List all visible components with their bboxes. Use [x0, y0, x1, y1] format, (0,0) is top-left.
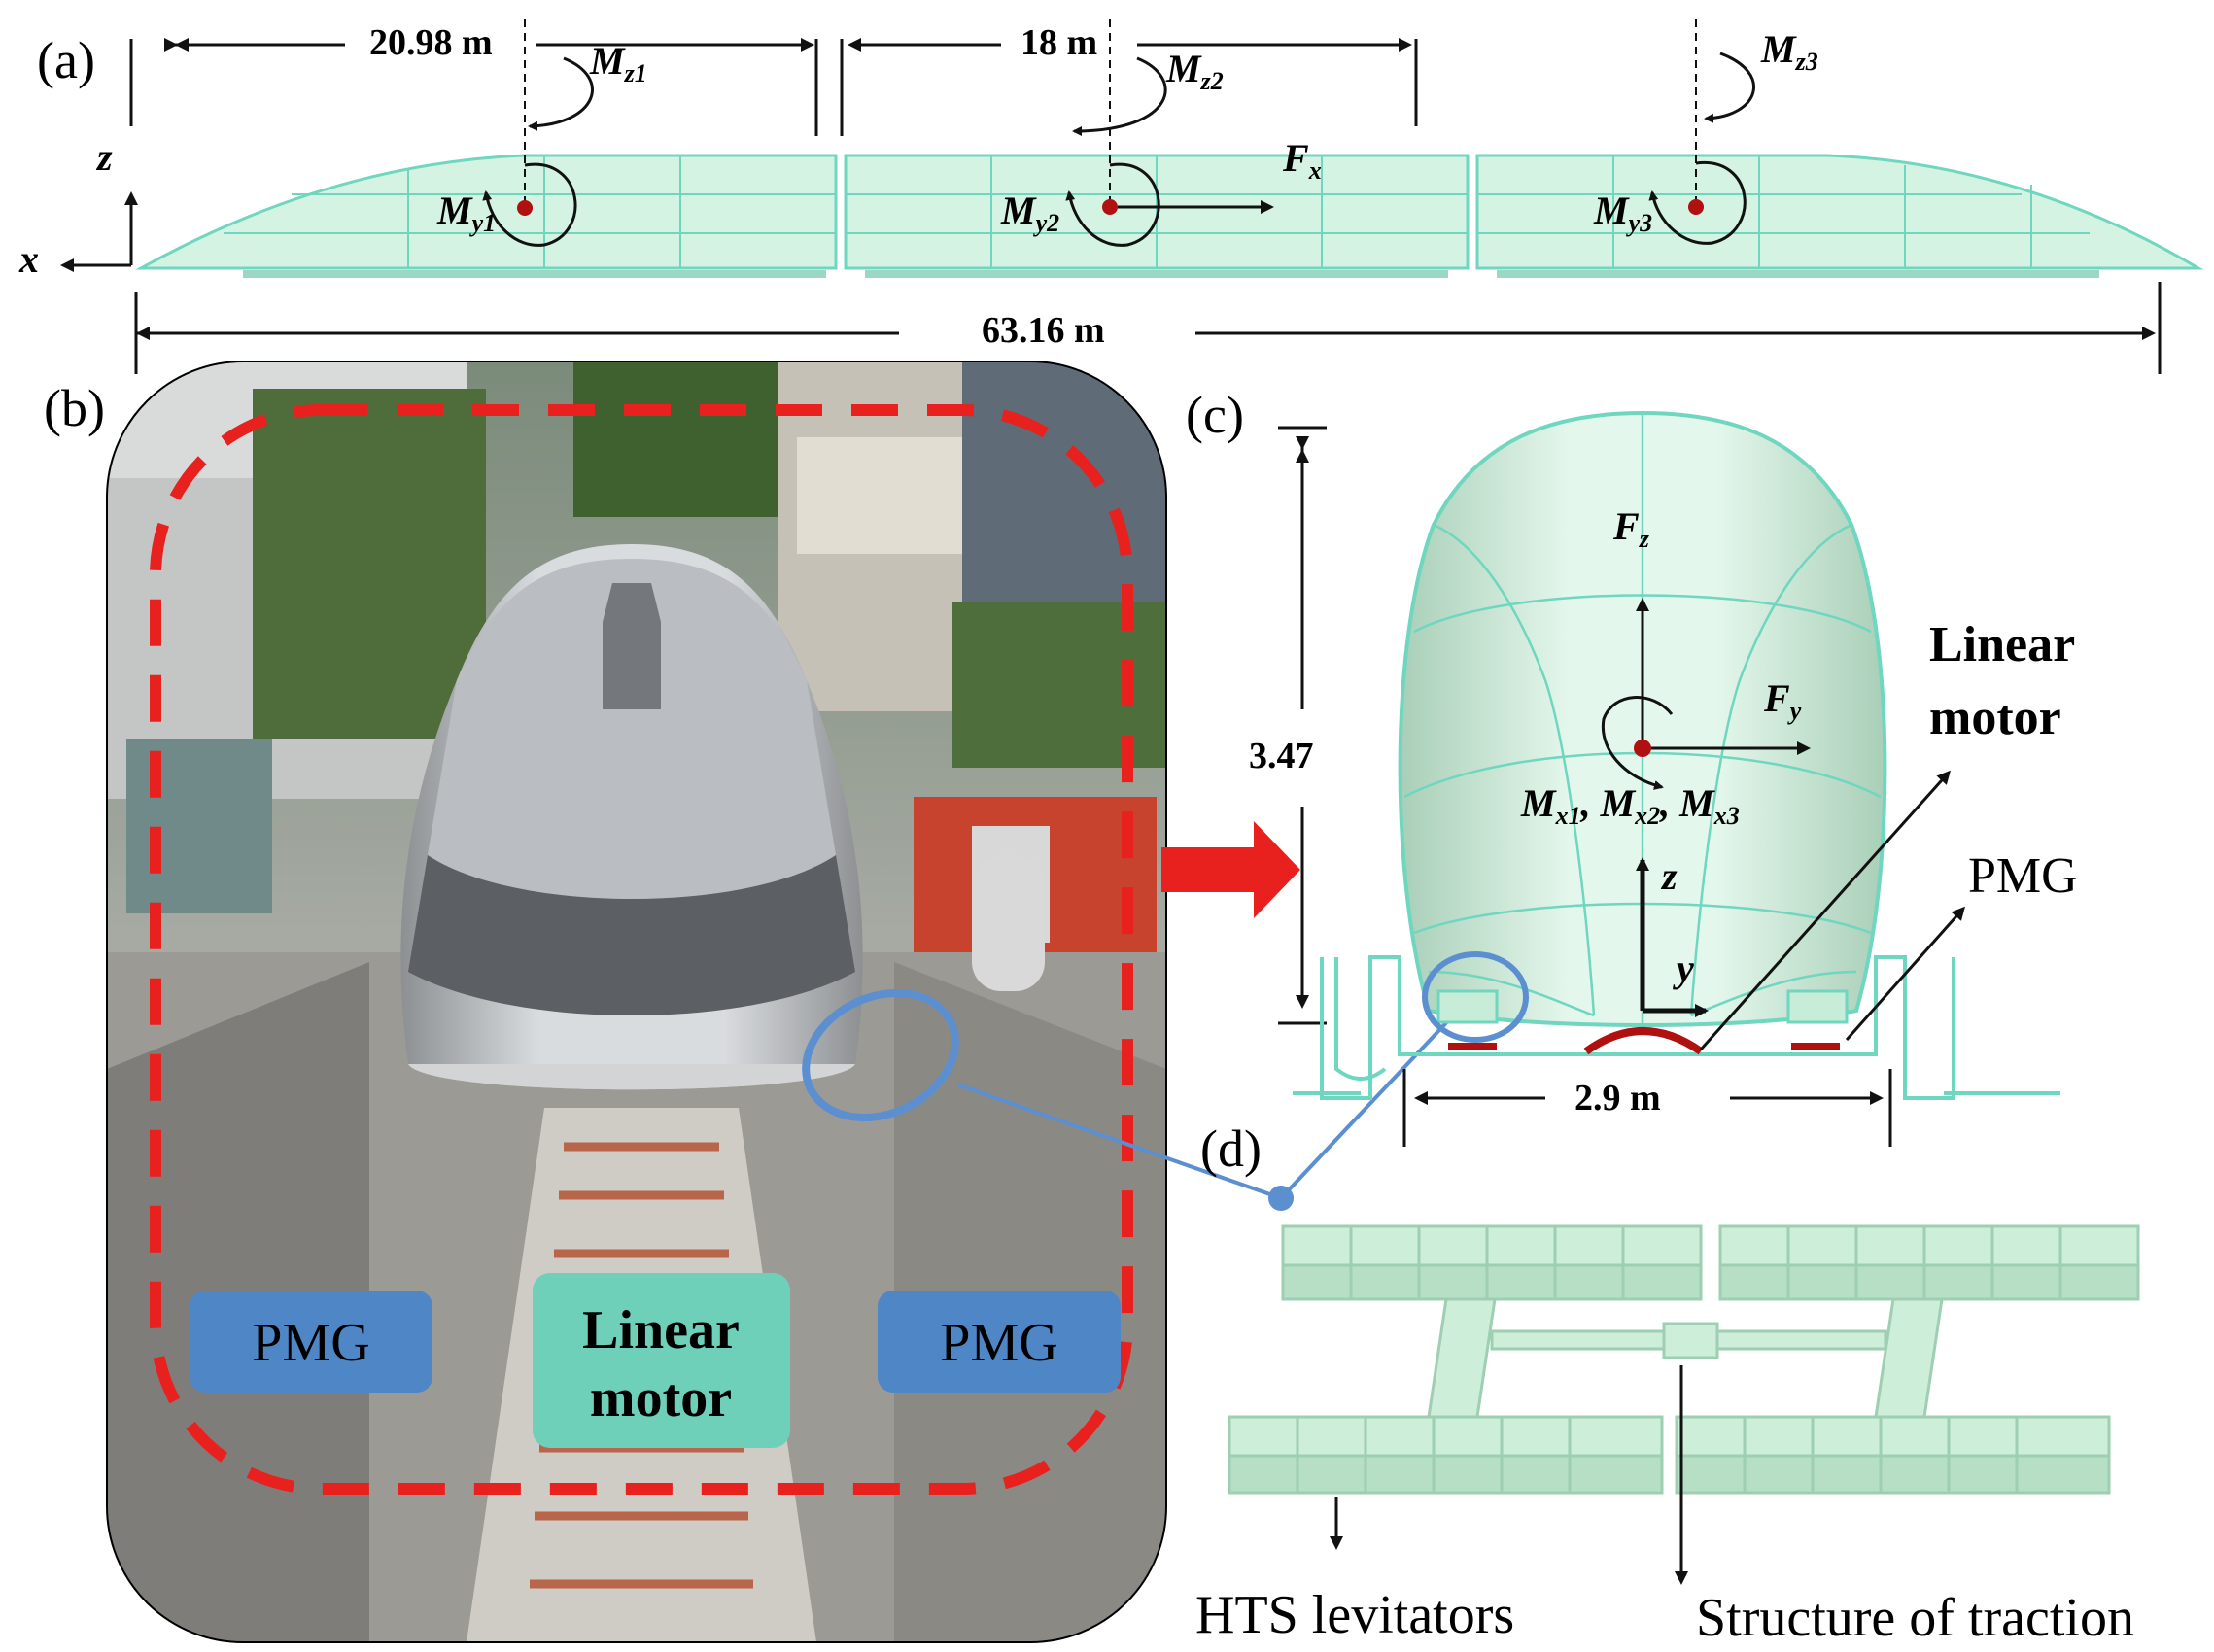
centroid-car2	[1102, 199, 1118, 215]
centroid-car1	[517, 200, 533, 216]
panel-c: (c) 3.47	[1186, 386, 2078, 1147]
linear-motor-box	[533, 1273, 790, 1448]
width-dimension	[1402, 1069, 1892, 1147]
train-height-label: 3.47	[1249, 736, 1314, 776]
car2-length: 18 m	[1021, 22, 1097, 63]
traction-structure-label: Structure of traction	[1696, 1588, 2134, 1648]
linear-motor-box-line1: Linear	[582, 1300, 740, 1360]
moment-z-arrows	[528, 52, 1755, 136]
panel-b: (b)	[44, 361, 1489, 1643]
height-dimension	[1278, 426, 1327, 1025]
linear-motor-box-line2: motor	[590, 1368, 732, 1428]
train-side-view	[135, 154, 2204, 278]
pmg-box-right	[878, 1291, 1121, 1393]
axis-y-front-label: y	[1673, 946, 1694, 990]
force-x-label: Fx	[1282, 136, 1322, 185]
moment-x-labels: Mx1, Mx2, Mx3	[1520, 781, 1740, 830]
moment-z2-label: Mz2	[1165, 47, 1224, 95]
pmg-pointer	[1845, 906, 1965, 1041]
moment-z3-label: Mz3	[1760, 27, 1818, 76]
photo-frame	[106, 361, 1167, 1643]
pmg-box-left	[190, 1291, 432, 1393]
levitator-left	[1436, 989, 1499, 1024]
maglev-photo	[107, 361, 1166, 1642]
moment-x-arrow	[1601, 696, 1674, 790]
hts-levitators-label: HTS levitators	[1195, 1585, 1514, 1645]
callout-dot	[1268, 1186, 1294, 1211]
axis-x-label: x	[18, 237, 39, 281]
levitator-callout-circle	[802, 988, 959, 1122]
dimension-lines-a	[129, 38, 2162, 374]
pmg-box-right-label: PMG	[940, 1313, 1057, 1373]
car1-length: 20.98 m	[369, 22, 493, 63]
moment-y-arrows	[482, 161, 1747, 247]
panel-a-label: (a)	[37, 31, 95, 89]
guideway-section	[1293, 955, 2060, 1100]
pmg-callout: PMG	[1968, 848, 2078, 904]
levitator-callout-circle-c	[1422, 951, 1529, 1043]
linear-motor-pointer	[1699, 770, 1952, 1051]
train-width-label: 2.9 m	[1574, 1078, 1661, 1119]
bogie-structure	[1228, 1224, 2140, 1495]
panel-d-label: (d)	[1200, 1119, 1262, 1178]
pmg-box-left-label: PMG	[252, 1313, 369, 1373]
dashed-highlight-frame	[150, 404, 1133, 1495]
total-length: 63.16 m	[982, 310, 1105, 351]
centroid-front	[1634, 740, 1651, 757]
pmg-and-motor-marks	[1448, 1027, 1840, 1055]
panel-a: (a)	[18, 19, 2204, 374]
linear-motor-callout-line2: motor	[1929, 690, 2061, 745]
linear-motor-callout-line1: Linear	[1929, 617, 2075, 672]
callout-line-b-to-d	[956, 1083, 1282, 1200]
panel-b-to-c-arrow	[1161, 821, 1300, 918]
panel-d: (d)	[1195, 1119, 2140, 1648]
axis-z-front-label: z	[1660, 854, 1678, 898]
panel-c-label: (c)	[1186, 386, 1244, 444]
axis-z-label: z	[95, 135, 113, 179]
levitator-right	[1786, 989, 1849, 1024]
centroid-car3	[1688, 199, 1704, 215]
panel-b-label: (b)	[44, 379, 105, 437]
car-centrelines	[524, 19, 1697, 206]
